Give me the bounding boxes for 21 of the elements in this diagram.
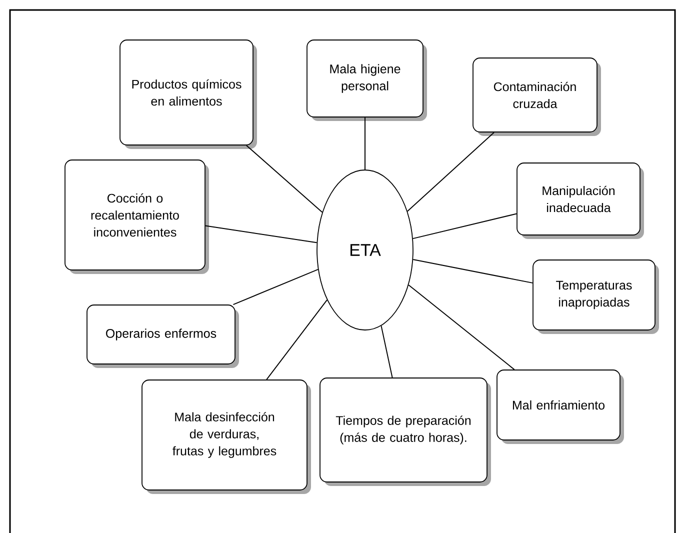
connector-line xyxy=(412,258,534,284)
connector-line xyxy=(232,268,318,306)
callout-box: Contaminación cruzada xyxy=(472,58,601,136)
callout-box: Productos químicos en alimentos xyxy=(120,40,257,149)
connector-line xyxy=(380,325,393,378)
callout-box: Manipulación inadecuada xyxy=(516,162,644,239)
callout-box: Mala higiene personal xyxy=(306,40,427,121)
callout-box: Tiempos de preparación (más de cuatro horas). xyxy=(320,378,491,486)
ellipse-node: ETA xyxy=(316,170,414,330)
callout-box: Mala desinfección de verduras, frutas y legumbres xyxy=(142,380,311,494)
callout-box: Mal enfriamiento xyxy=(496,370,624,444)
connector-line xyxy=(408,284,515,370)
connector-line xyxy=(412,213,518,240)
connector-line xyxy=(204,225,318,244)
connector-line xyxy=(406,132,494,212)
connector-line xyxy=(266,299,328,380)
callout-box: Operarios enfermos xyxy=(86,304,239,368)
callout-box: Cocción o recalentamiento inconvenientes xyxy=(64,160,209,274)
callout-box: Temperaturas inapropiadas xyxy=(532,260,659,334)
connector-line xyxy=(246,144,323,213)
connector-line xyxy=(364,116,366,170)
